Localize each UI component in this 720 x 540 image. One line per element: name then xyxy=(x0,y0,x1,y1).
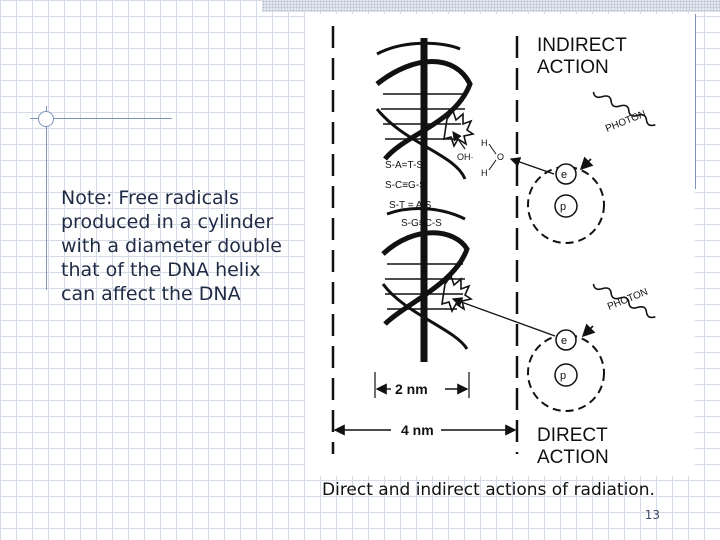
direct-action-label-line1: DIRECT xyxy=(537,425,608,446)
note-line: produced in a cylinder xyxy=(61,211,274,233)
photon-label: PHOTON xyxy=(604,109,648,135)
base-pair-labels: S-A=T-S S-C≡G-S S-T = A S S-G≡C-S xyxy=(385,160,442,229)
corner-circle-ornament xyxy=(38,111,54,127)
corner-horizontal-rule xyxy=(30,118,172,119)
dna-radiation-figure: S-A=T-S S-C≡G-S S-T = A S S-G≡C-S H O H … xyxy=(305,14,695,476)
note-line: that of the DNA helix xyxy=(61,259,261,281)
dimension-4nm: 4 nm xyxy=(333,422,517,438)
dna-helix xyxy=(375,38,473,362)
figure-caption: Direct and indirect actions of radiation… xyxy=(322,480,655,500)
direct-action-label-line2: ACTION xyxy=(537,447,609,468)
action-labels: INDIRECT ACTION DIRECT ACTION xyxy=(537,35,627,468)
photon-waves xyxy=(579,91,656,338)
base-pair-label: S-C≡G-S xyxy=(385,180,426,191)
note-line: can affect the DNA xyxy=(61,283,241,305)
dimension-2nm: 2 nm xyxy=(374,372,470,398)
indirect-action-atom: e p xyxy=(509,157,605,244)
photon-label: PHOTON xyxy=(606,287,650,313)
note-text: Note: Free radicals produced in a cylind… xyxy=(61,186,321,306)
base-pair-label: S-A=T-S xyxy=(385,160,423,171)
electron-label: e xyxy=(561,169,567,181)
proton-label: p xyxy=(560,370,566,382)
note-line: with a diameter double xyxy=(61,235,282,257)
water-h-top-label: H xyxy=(481,138,488,148)
dimension-4nm-label: 4 nm xyxy=(401,422,434,438)
right-decorative-rule xyxy=(694,14,696,189)
water-h-bottom-label: H xyxy=(481,168,488,178)
photon-labels: PHOTON PHOTON xyxy=(604,109,650,313)
water-o-label: O xyxy=(497,152,504,162)
base-pair-label: S-G≡C-S xyxy=(401,218,442,229)
top-decorative-band xyxy=(262,0,720,12)
electron-label: e xyxy=(561,335,567,347)
damage-bursts xyxy=(441,109,476,313)
proton-label: p xyxy=(560,201,566,213)
corner-vertical-rule xyxy=(46,106,47,290)
note-line: Note: Free radicals xyxy=(61,187,239,209)
dimension-2nm-label: 2 nm xyxy=(395,381,428,397)
indirect-action-label-line2: ACTION xyxy=(537,57,609,78)
base-pair-label: S-T = A S xyxy=(389,200,432,211)
water-molecule: H O H OH· xyxy=(452,131,504,178)
hydroxyl-label: OH· xyxy=(457,152,474,162)
cylinder-boundary-lines xyxy=(331,26,519,454)
page-number: 13 xyxy=(644,508,660,522)
indirect-action-label-line1: INDIRECT xyxy=(537,35,627,56)
direct-action-atom: e p xyxy=(451,297,605,412)
